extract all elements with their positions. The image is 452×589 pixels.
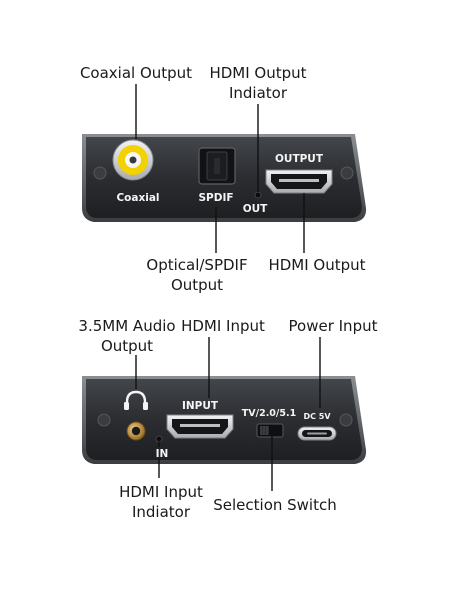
callout-power-input: Power Input bbox=[283, 316, 383, 336]
in-indicator-label: IN bbox=[156, 448, 169, 460]
callout-selection-switch-text: Selection Switch bbox=[213, 496, 337, 514]
callout-lines bbox=[135, 84, 321, 491]
callout-coaxial-output: Coaxial Output bbox=[76, 63, 196, 83]
callout-hdmi-input-text: HDMI Input bbox=[181, 317, 265, 335]
callout-audio-output-line1: 3.5MM Audio bbox=[78, 317, 176, 335]
headphone-icon bbox=[124, 390, 148, 410]
callout-hdmi-input-indicator: HDMI Input Indiator bbox=[108, 482, 214, 522]
out-indicator-label: OUT bbox=[243, 203, 268, 215]
callout-optical-spdif-output: Optical/SPDIF Output bbox=[139, 255, 255, 295]
callout-power-input-text: Power Input bbox=[288, 317, 378, 335]
spdif-port bbox=[198, 147, 236, 185]
spdif-port-label: SPDIF bbox=[198, 192, 233, 204]
output-panel: Coaxial SPDIF OUT OUTPUT bbox=[82, 134, 367, 222]
callout-selection-switch: Selection Switch bbox=[206, 495, 344, 515]
callout-hdmi-output-indicator-line1: HDMI Output bbox=[209, 64, 307, 82]
hdmi-input-label: INPUT bbox=[182, 400, 219, 412]
callout-hdmi-output-text: HDMI Output bbox=[268, 256, 366, 274]
selection-switch[interactable] bbox=[256, 423, 284, 438]
audio-jack-35mm bbox=[126, 421, 146, 441]
callout-hdmi-input-indicator-line2: Indiator bbox=[131, 503, 191, 521]
callout-hdmi-output: HDMI Output bbox=[264, 255, 370, 275]
callout-audio-output: 3.5MM Audio Output bbox=[72, 316, 182, 356]
callout-audio-output-line2: Output bbox=[100, 337, 154, 355]
callout-hdmi-output-indicator: HDMI Output Indiator bbox=[200, 63, 316, 103]
callout-hdmi-output-indicator-line2: Indiator bbox=[228, 84, 288, 102]
screw-icon bbox=[339, 413, 353, 427]
hdmi-output-port bbox=[265, 169, 333, 194]
hdmi-output-indicator-led bbox=[254, 191, 262, 199]
dc-power-label: DC 5V bbox=[303, 412, 331, 421]
hdmi-input-indicator-led bbox=[155, 435, 163, 443]
callout-optical-spdif-line1: Optical/SPDIF bbox=[146, 256, 248, 274]
callout-optical-spdif-line2: Output bbox=[170, 276, 224, 294]
screw-icon bbox=[340, 166, 354, 180]
callout-hdmi-input-indicator-line1: HDMI Input bbox=[119, 483, 203, 501]
coaxial-port bbox=[112, 139, 154, 181]
screw-icon bbox=[93, 166, 107, 180]
hdmi-input-port bbox=[166, 414, 234, 439]
coaxial-port-label: Coaxial bbox=[116, 192, 159, 204]
screw-icon bbox=[97, 413, 111, 427]
callout-coaxial-output-text: Coaxial Output bbox=[79, 64, 193, 82]
usb-c-power-port bbox=[297, 426, 337, 441]
selection-switch-label: TV/2.0/5.1 bbox=[242, 408, 296, 419]
callout-hdmi-input: HDMI Input bbox=[170, 316, 276, 336]
input-panel: IN INPUT TV/2.0/5.1 DC 5V bbox=[82, 376, 367, 464]
hdmi-output-label: OUTPUT bbox=[275, 153, 324, 165]
